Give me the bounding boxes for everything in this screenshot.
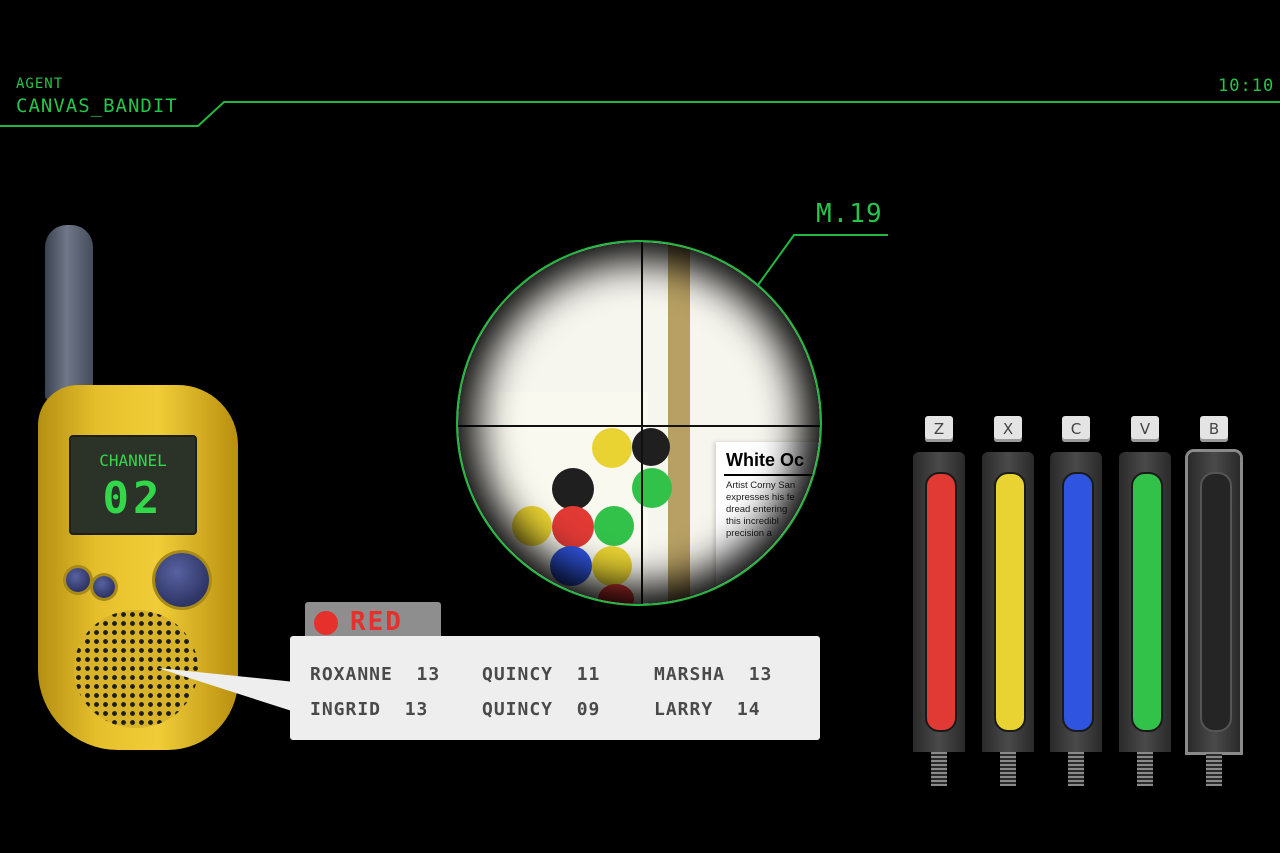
paint-splat <box>552 468 594 510</box>
tube-spring <box>1068 752 1084 786</box>
scope-callout-line <box>757 234 888 286</box>
crosshair-horizontal <box>458 425 820 427</box>
paint-splat-icon <box>314 611 338 635</box>
paint-splat <box>512 506 552 546</box>
crosshair-vertical <box>641 242 643 604</box>
small-button-2[interactable] <box>93 576 115 598</box>
volume-knob[interactable] <box>155 553 209 607</box>
roster-item: QUINCY 09 <box>482 699 601 720</box>
channel-screen: CHANNEL 02 <box>69 435 197 535</box>
roster-item: ROXANNE 13 <box>310 664 441 685</box>
roster-item: MARSHA 13 <box>654 664 773 685</box>
key-v[interactable]: V <box>1131 416 1159 442</box>
paint-splat <box>550 546 592 586</box>
roster-panel: ROXANNE 13 QUINCY 11 MARSHA 13 INGRID 13… <box>290 636 820 740</box>
gallery-wall-stripe <box>668 242 690 604</box>
small-button-1[interactable] <box>66 568 90 592</box>
speaker-grille <box>74 610 198 728</box>
key-b[interactable]: B <box>1200 416 1228 442</box>
agent-label: AGENT <box>16 76 64 92</box>
agent-name: CANVAS_BANDIT <box>16 95 178 117</box>
paint-splat <box>632 428 670 466</box>
channel-label: CHANNEL <box>99 451 167 470</box>
roster-item: LARRY 14 <box>654 699 761 720</box>
team-color-name: RED <box>350 607 403 637</box>
tube-spring <box>931 752 947 786</box>
timer: 10:10 <box>1218 76 1275 96</box>
tube-spring <box>1206 752 1222 786</box>
paint-splat <box>598 584 634 604</box>
paint-splat <box>592 428 632 468</box>
roster-item: QUINCY 11 <box>482 664 601 685</box>
paint-tube-green[interactable] <box>1119 452 1171 752</box>
paint-tube-yellow[interactable] <box>982 452 1034 752</box>
artwork-info-card: White Oc Artist Corny San expresses his … <box>716 442 820 602</box>
key-x[interactable]: X <box>994 416 1022 442</box>
artwork-title: White Oc <box>726 450 805 470</box>
paint-level-blue <box>1062 472 1094 732</box>
key-z[interactable]: Z <box>925 416 953 442</box>
tube-spring <box>1137 752 1153 786</box>
sniper-scope[interactable]: White Oc Artist Corny San expresses his … <box>456 240 822 606</box>
paint-tube-black[interactable] <box>1188 452 1240 752</box>
paint-level-red <box>925 472 957 732</box>
paint-level-green <box>1131 472 1163 732</box>
scope-vignette <box>458 242 820 604</box>
paint-splat <box>594 506 634 546</box>
hud-divider-line <box>0 101 1280 127</box>
speech-pointer <box>158 668 295 712</box>
scope-label: M.19 <box>816 199 883 229</box>
paint-splat <box>552 506 594 548</box>
key-c[interactable]: C <box>1062 416 1090 442</box>
paint-tube-red[interactable] <box>913 452 965 752</box>
paint-level-yellow <box>994 472 1026 732</box>
channel-number: 02 <box>102 473 164 524</box>
walkie-antenna <box>45 225 93 400</box>
tube-spring <box>1000 752 1016 786</box>
roster-item: INGRID 13 <box>310 699 429 720</box>
paint-splat <box>632 468 672 508</box>
artwork-description: Artist Corny San expresses his fe dread … <box>726 480 796 539</box>
paint-tube-blue[interactable] <box>1050 452 1102 752</box>
paint-splat <box>592 546 632 586</box>
card-divider <box>724 474 820 476</box>
paint-level-black <box>1200 472 1232 732</box>
